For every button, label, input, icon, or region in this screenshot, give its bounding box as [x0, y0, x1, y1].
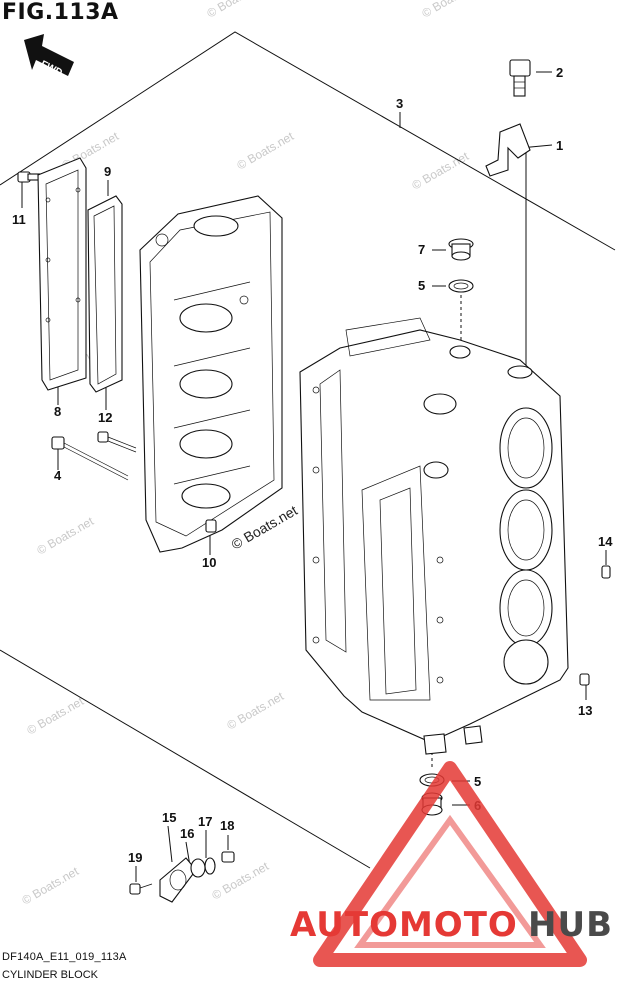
cover-assembly-15-19	[129, 851, 235, 903]
callout-15: 15	[162, 810, 176, 825]
callout-8: 8	[54, 404, 61, 419]
callout-18: 18	[220, 818, 234, 833]
dowel-part-10	[205, 519, 217, 533]
watermark: © Boats.net	[35, 514, 97, 558]
watermark: © Boats.net	[420, 0, 482, 21]
cover-part-8	[37, 157, 87, 391]
assembly-boundary-left	[0, 649, 371, 869]
callout-10: 10	[202, 555, 216, 570]
bolt-part-2	[509, 59, 531, 97]
crankcase-half	[139, 195, 283, 553]
assembly-boundary	[0, 31, 616, 251]
callout-11: 11	[12, 212, 26, 227]
watermark: © Boats.net	[210, 859, 272, 903]
callout-17: 17	[198, 814, 212, 829]
bolt-part-4	[51, 436, 129, 481]
washer-part-5-bottom	[419, 773, 445, 787]
washer-part-5-top	[448, 279, 474, 293]
dowel-part-13	[579, 673, 590, 686]
callout-5-bottom: 5	[474, 774, 481, 789]
watermark: © Boats.net	[25, 694, 87, 738]
callout-19: 19	[128, 850, 142, 865]
watermark: © Boats.net	[205, 0, 267, 21]
gasket-part-9	[87, 195, 123, 393]
callout-4: 4	[54, 468, 62, 483]
watermark: © Boats.net	[410, 149, 472, 193]
callout-2: 2	[556, 65, 563, 80]
watermark: © Boats.net	[235, 129, 297, 173]
callout-3: 3	[396, 96, 403, 111]
callout-13: 13	[578, 703, 592, 718]
dowel-part-14	[601, 565, 611, 579]
callout-9: 9	[104, 164, 111, 179]
diagram-code: DF140A_E11_019_113A	[2, 951, 127, 963]
callouts: 2 1 3 7 5 9 11 8 12 4 10 14 13 5 6 15 16…	[12, 65, 613, 865]
callout-14: 14	[598, 534, 613, 549]
watermark: © Boats.net	[225, 689, 287, 733]
watermark: © Boats.net	[20, 864, 82, 908]
cylinder-block	[299, 317, 569, 755]
callout-16: 16	[180, 826, 194, 841]
plug-part-7	[448, 238, 474, 261]
bolt-part-11	[17, 171, 41, 183]
bracket-part-1	[485, 123, 531, 177]
diagram-name: CYLINDER BLOCK	[2, 969, 98, 981]
callout-1: 1	[556, 138, 563, 153]
callout-5-top: 5	[418, 278, 425, 293]
plug-part-6	[421, 792, 443, 816]
fwd-arrow-icon: FWD	[24, 34, 74, 79]
callout-6: 6	[474, 798, 481, 813]
figure-title: FIG.113A	[2, 0, 119, 25]
callout-7: 7	[418, 242, 425, 257]
bolt-part-12	[97, 431, 137, 453]
callout-12: 12	[98, 410, 112, 425]
